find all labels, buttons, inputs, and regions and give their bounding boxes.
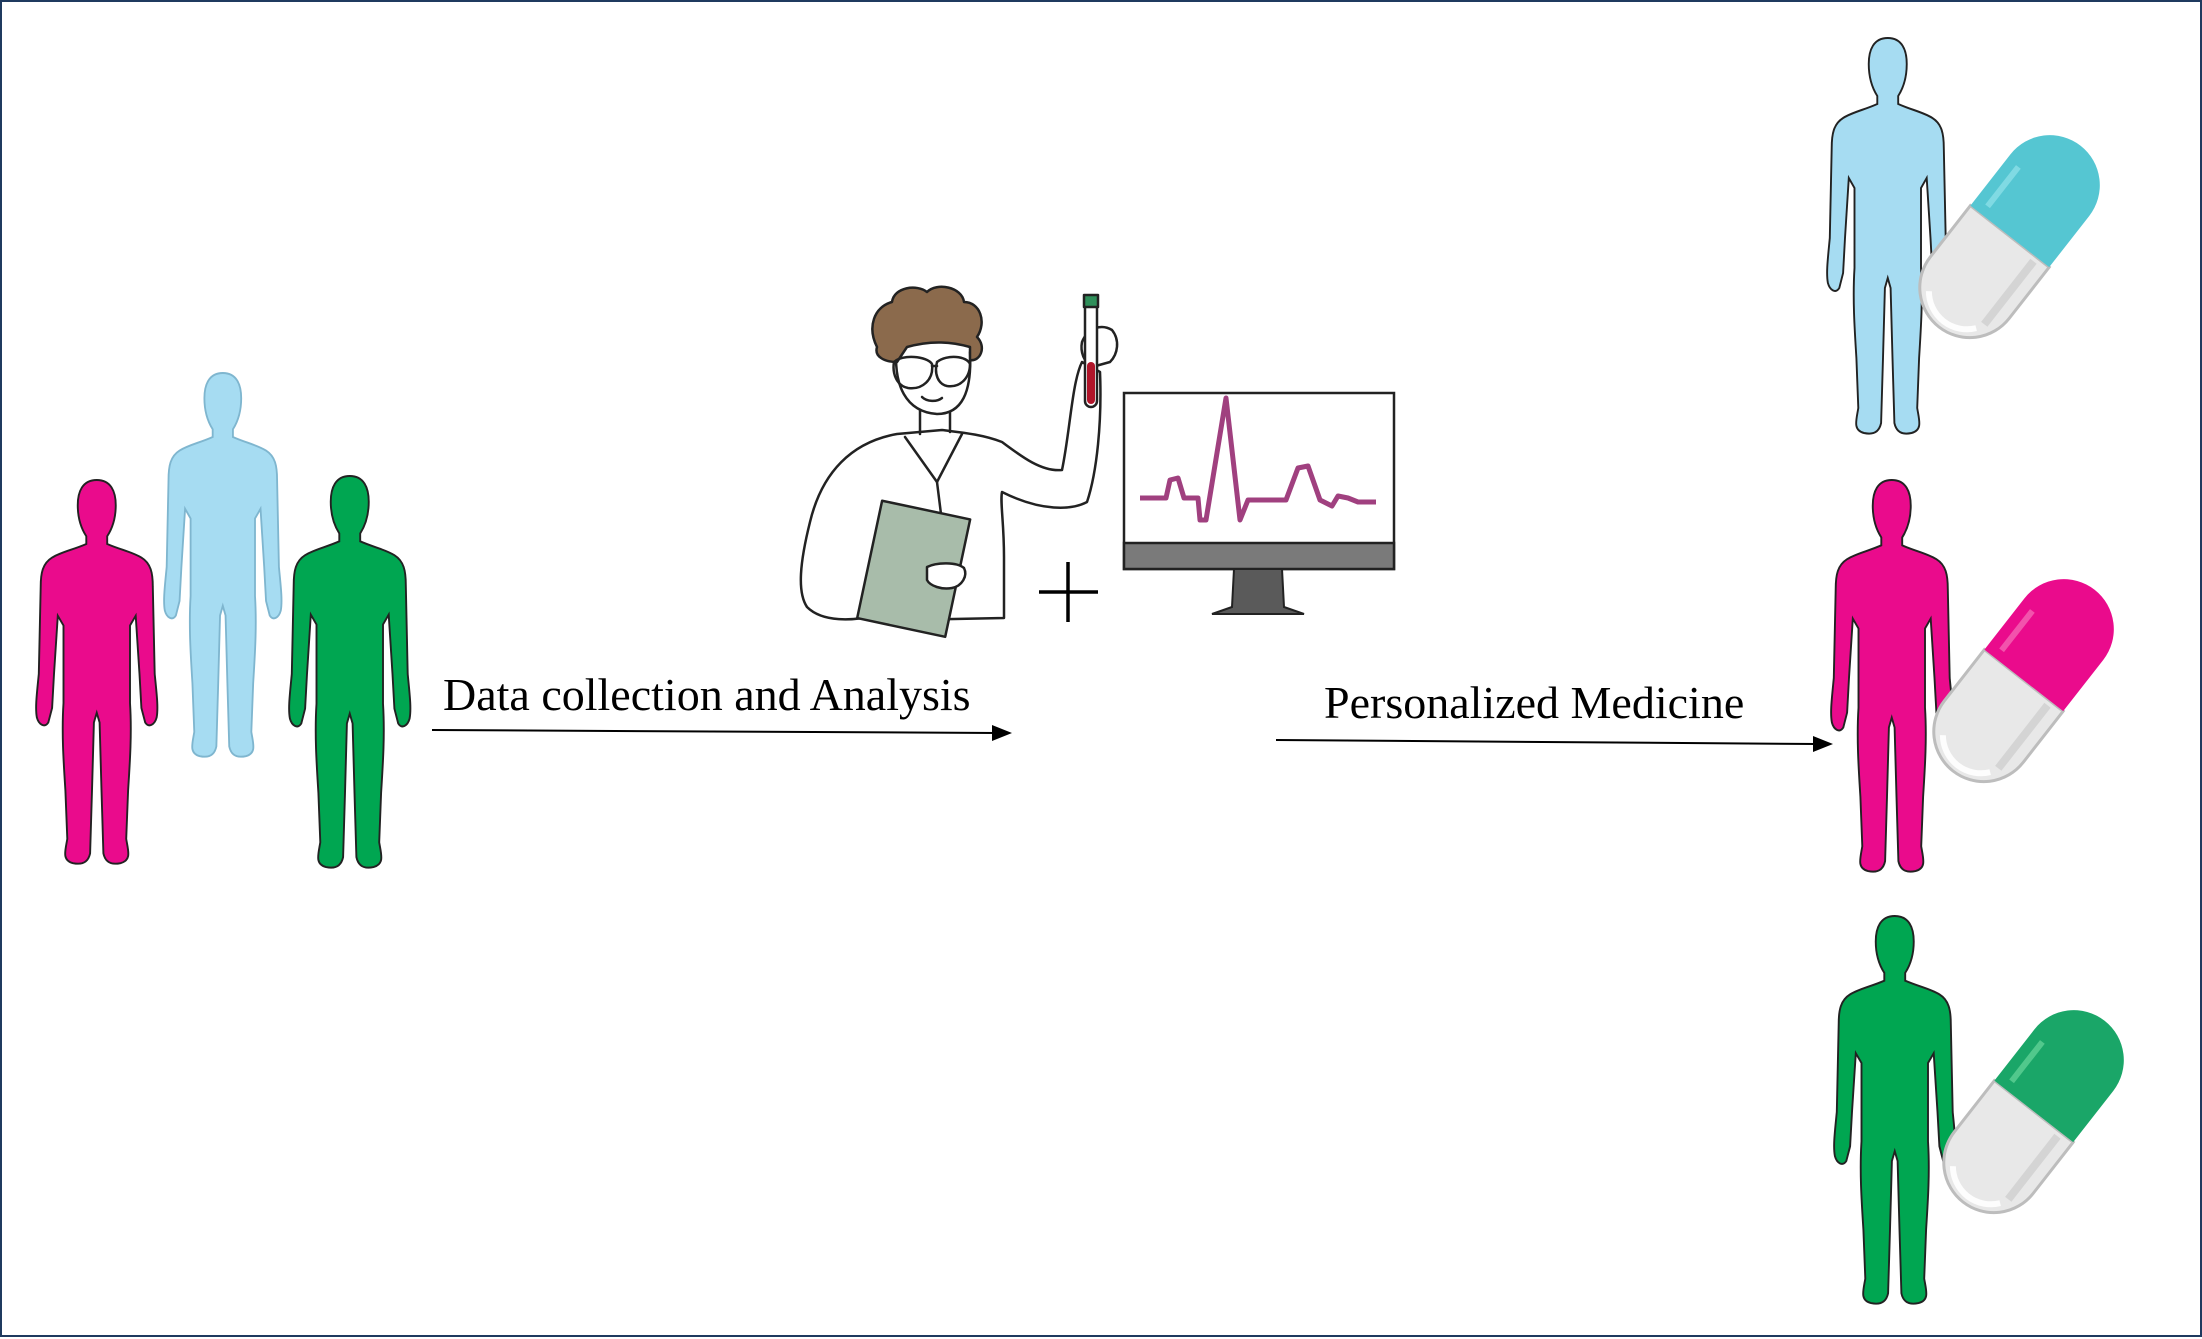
capsule-icon <box>1900 135 2100 358</box>
human-silhouette-icon <box>288 475 412 869</box>
human-silhouette-icon <box>1826 37 1950 435</box>
right-light-blue-person <box>1826 37 2100 435</box>
right-magenta-person <box>1830 479 2114 873</box>
personalized-medicine-label: Personalized Medicine <box>1324 677 1745 728</box>
human-silhouette-icon <box>1833 915 1957 1305</box>
left-people-group <box>35 372 412 869</box>
human-silhouette-icon <box>1830 479 1954 873</box>
human-silhouette-icon <box>163 372 283 758</box>
monitor-icon <box>1122 391 1396 615</box>
plus-icon <box>1039 562 1098 622</box>
right-green-person <box>1833 915 2124 1305</box>
arrow-personalized-medicine <box>1275 736 1833 752</box>
scientist-icon <box>799 285 1119 639</box>
data-collection-label: Data collection and Analysis <box>443 669 971 720</box>
capsule-icon <box>1924 1010 2124 1233</box>
arrow-data-collection <box>431 725 1012 741</box>
capsule-icon <box>1914 579 2114 802</box>
human-silhouette-icon <box>35 479 159 865</box>
ecg-wave <box>1140 395 1376 523</box>
